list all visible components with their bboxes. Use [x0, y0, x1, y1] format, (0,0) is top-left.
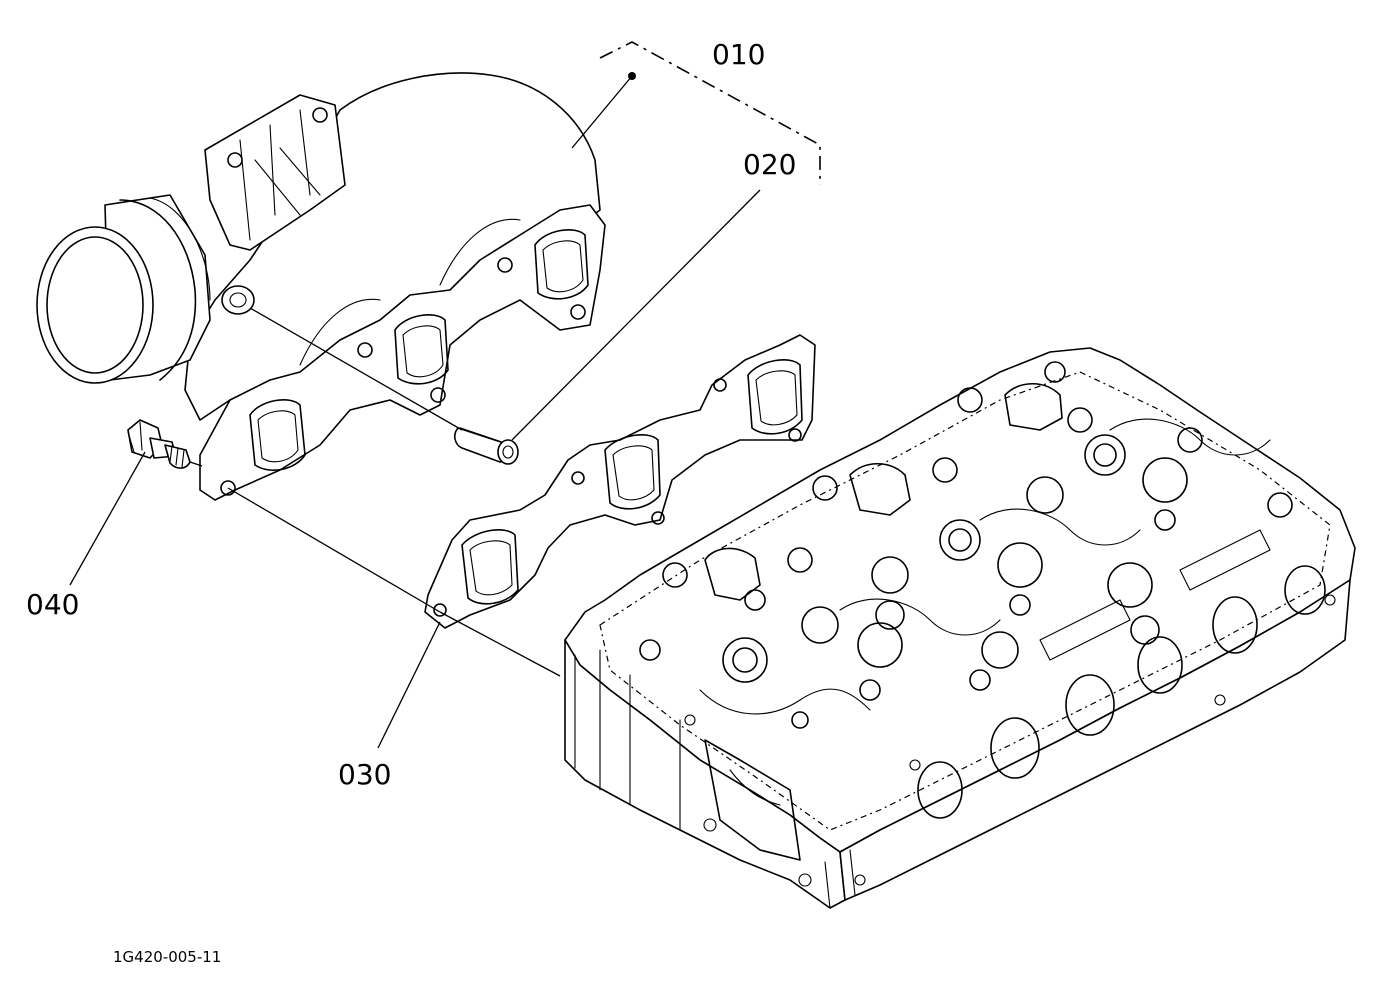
callout-label-030: 030: [338, 758, 391, 791]
bolt-part: [127, 419, 191, 469]
callout-label-040: 040: [26, 588, 79, 621]
callout-label-020: 020: [743, 148, 796, 181]
exhaust-manifold: [36, 72, 606, 501]
drawing-number: 1G420-005-11: [113, 948, 221, 966]
assembly-lines: [189, 307, 561, 677]
exhaust-manifold-gasket: [424, 334, 816, 629]
callout-label-010: 010: [712, 38, 765, 71]
sleeve-part: [453, 427, 519, 465]
cylinder-head: [564, 347, 1356, 909]
callout-leaders: [69, 41, 821, 749]
